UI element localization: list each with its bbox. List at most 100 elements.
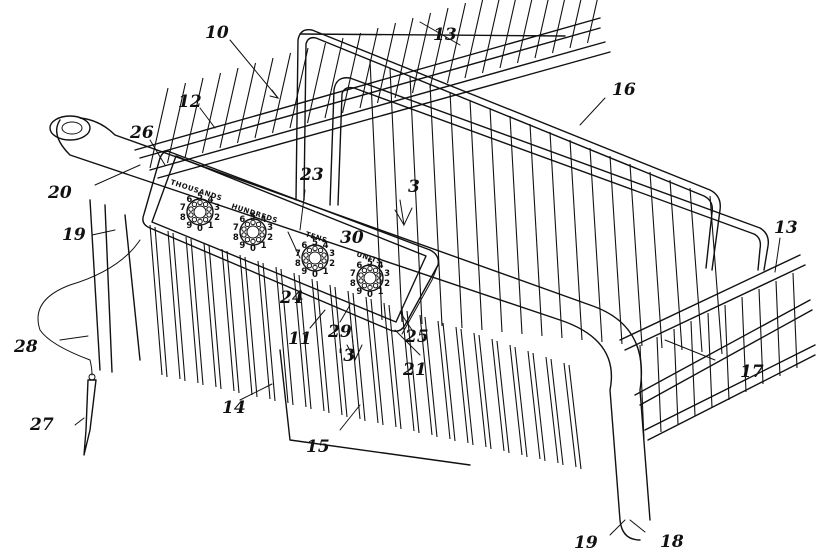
numeral-20: 20 [47, 183, 72, 203]
numeral-19-left: 19 [62, 225, 86, 245]
dial-digit: 7 [180, 203, 186, 213]
cross-wire [341, 32, 362, 114]
cross-wire [271, 52, 292, 134]
panel-wire [185, 236, 199, 384]
numeral-15: 15 [306, 437, 330, 457]
right-wire [707, 312, 713, 409]
dial-hole [241, 226, 247, 232]
panel-wire [257, 260, 271, 400]
panel-wire [262, 262, 276, 402]
numeral-18: 18 [660, 532, 684, 552]
dial-hole [188, 212, 194, 218]
panel-wire [275, 266, 289, 404]
panel-wire [527, 350, 541, 460]
panel-wire [167, 230, 181, 380]
panel-wire [203, 242, 217, 388]
panel-wire [545, 356, 559, 464]
dial-hub [363, 271, 377, 285]
panel-wire [208, 244, 222, 390]
cross-wire [649, 171, 663, 349]
dial-digit: 3 [214, 203, 220, 213]
dial-digit: 3 [329, 249, 335, 259]
dial-hole [303, 258, 309, 264]
panel-wire [514, 346, 528, 458]
dial-digit: 8 [233, 233, 239, 243]
dial-hole [358, 278, 364, 284]
dial-hole [367, 265, 373, 272]
panel-wire [383, 302, 397, 428]
dial-digit: 9 [239, 241, 245, 251]
numeral-25: 25 [404, 327, 429, 347]
right-wire [775, 280, 781, 377]
cross-wire [499, 0, 516, 69]
dial-digit: 5 [312, 238, 318, 248]
dial-ring [186, 198, 214, 226]
dial-hole [191, 201, 198, 208]
panel-wire [311, 278, 325, 412]
cross-wire [589, 147, 603, 343]
cross-wire [219, 67, 239, 149]
dial-digit: 2 [384, 279, 390, 289]
numeral-3-bottom: '3 [338, 346, 355, 366]
panel-wire [568, 364, 582, 470]
dial-digit: 1 [323, 267, 329, 277]
right-wire [656, 336, 662, 433]
panel-wire [154, 226, 168, 378]
cross-wire [389, 67, 403, 323]
basket-cross-wires [149, 0, 723, 355]
cross-wire [586, 0, 598, 44]
cross-wire [166, 82, 187, 164]
panel-wire [532, 352, 546, 462]
basket-lower-rails [89, 199, 471, 466]
numeral-27: 27 [29, 415, 54, 435]
panel-wire [419, 314, 433, 436]
dial-digit: 4 [323, 241, 329, 251]
dial-digit: 8 [350, 279, 356, 289]
numeral-13-right: 13 [774, 218, 798, 238]
dial-digit: 7 [233, 223, 239, 233]
dial-hole [202, 216, 209, 223]
panel-wire [365, 296, 379, 424]
dial-digit: 5 [367, 258, 373, 268]
cross-wire [254, 57, 274, 139]
cross-wire [449, 91, 463, 329]
cross-wire [551, 0, 565, 54]
panel-wire [149, 224, 163, 376]
dial-ring [301, 244, 329, 272]
right-wire [690, 320, 696, 417]
dial-hole [361, 267, 368, 274]
dial-digit: 9 [186, 221, 192, 231]
dial-hole [197, 199, 203, 206]
dial-digit: 3 [384, 269, 390, 279]
dial-digit: 6 [239, 215, 245, 225]
cross-wire [149, 87, 169, 169]
cross-wire [306, 42, 327, 124]
dial-digit: 1 [208, 221, 214, 231]
cross-wire [669, 179, 683, 351]
divider-frames [295, 29, 770, 271]
numeral-3-top: 3 [408, 177, 420, 197]
right-wire [792, 272, 798, 369]
dial-digit: 5 [197, 192, 203, 202]
cross-wire [429, 7, 449, 89]
cross-wire [709, 195, 723, 355]
dial-hole [358, 272, 364, 278]
basket-lower-panel [149, 224, 582, 470]
dial-digit: 5 [250, 212, 256, 222]
panel-wire [496, 340, 510, 454]
cross-wire [394, 17, 414, 99]
panel-wire [442, 322, 456, 442]
dial-hole [197, 218, 203, 225]
right-wire [758, 288, 764, 385]
dial-hole [361, 282, 368, 289]
dial-digit: 0 [312, 270, 318, 280]
dial-hole [191, 216, 198, 223]
cross-wire [516, 0, 533, 64]
numeral-23: 23 [299, 165, 324, 185]
dial-hole [372, 267, 379, 274]
numeral-21: 21 [402, 360, 427, 380]
